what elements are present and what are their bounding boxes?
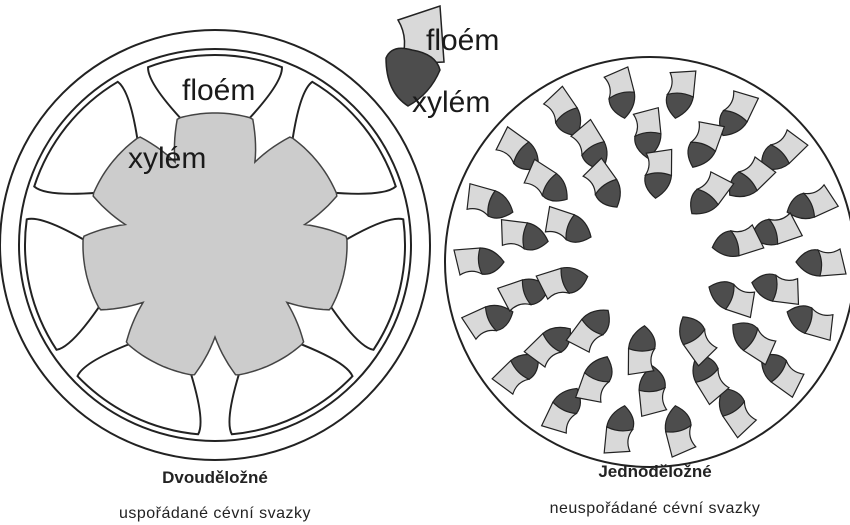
legend-phloem-label: floém	[426, 24, 499, 57]
dicot-xylem-label: xylém	[128, 142, 206, 175]
monocot-caption: Jednoděložné	[540, 462, 770, 482]
monocot-stem	[445, 57, 850, 467]
monocot-caption-title: Jednoděložné	[540, 462, 770, 482]
dicot-caption-sub: uspořádané cévní svazky	[70, 505, 360, 523]
monocot-caption-sub: neuspořádané cévní svazky	[505, 500, 805, 518]
monocot-caption-subtitle: neuspořádané cévní svazky	[505, 500, 805, 518]
dicot-caption-title: Dvouděložné	[100, 468, 330, 488]
legend-bundle: floém xylém	[386, 6, 499, 119]
dicot-caption: Dvouděložné	[100, 468, 330, 488]
dicot-stem: floém xylém	[0, 30, 430, 460]
legend-xylem-label: xylém	[412, 86, 490, 119]
dicot-caption-subtitle: uspořádané cévní svazky	[70, 505, 360, 523]
dicot-phloem-label: floém	[182, 74, 255, 107]
